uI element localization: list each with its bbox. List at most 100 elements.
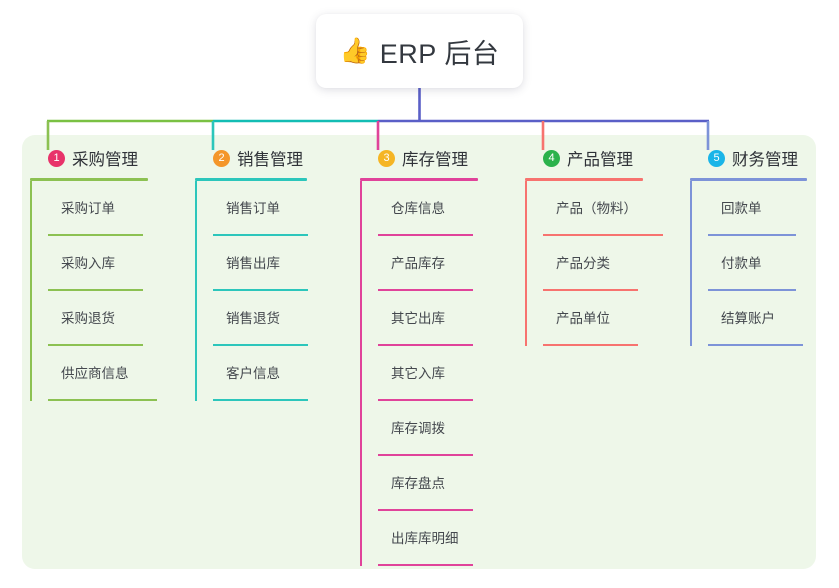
leaf-node[interactable]: 仓库信息 xyxy=(378,181,520,236)
branch-title: 库存管理 xyxy=(402,151,468,169)
leaf-node-underline xyxy=(378,454,473,456)
leaf-node[interactable]: 结算账户 xyxy=(708,291,830,346)
leaf-node[interactable]: 付款单 xyxy=(708,236,830,291)
branch-item-list: 产品（物料） 产品分类产品单位 xyxy=(525,180,685,346)
leaf-node-label: 产品库存 xyxy=(391,255,445,271)
leaf-node[interactable]: 采购入库 xyxy=(48,236,190,291)
branch-number-badge: 3 xyxy=(378,149,395,167)
branch-header-underline xyxy=(195,178,307,181)
branch-number-badge: 1 xyxy=(48,149,65,167)
branch-header-underline xyxy=(525,178,643,181)
leaf-node[interactable]: 产品分类 xyxy=(543,236,685,291)
branch-item-list: 采购订单采购入库采购退货供应商信息 xyxy=(30,180,190,401)
branch-number-badge: 2 xyxy=(213,149,230,167)
leaf-node-label: 销售出库 xyxy=(226,255,280,271)
leaf-node-label: 供应商信息 xyxy=(61,365,129,381)
leaf-node-label: 其它入库 xyxy=(391,365,445,381)
leaf-node-label: 库存调拨 xyxy=(391,420,445,436)
branch-header-5[interactable]: 5 财务管理 xyxy=(690,146,830,170)
branch-trunk-line xyxy=(525,180,527,346)
leaf-node-underline xyxy=(378,289,473,291)
leaf-node[interactable]: 销售订单 xyxy=(213,181,355,236)
branch-title: 采购管理 xyxy=(72,151,138,169)
root-node-content: 👍 ERP 后台 xyxy=(340,32,500,71)
leaf-node-underline xyxy=(213,234,308,236)
branch-column-5: 5 财务管理回款单付款单结算账户 xyxy=(690,146,830,346)
leaf-node[interactable]: 其它入库 xyxy=(378,346,520,401)
leaf-node-underline xyxy=(543,289,638,291)
leaf-node-label: 付款单 xyxy=(721,255,762,271)
leaf-node-label: 出库库明细 xyxy=(391,530,459,546)
leaf-node-underline xyxy=(708,234,796,236)
branch-item-list: 仓库信息产品库存其它出库其它入库库存调拨库存盘点出库库明细 xyxy=(360,180,520,566)
leaf-node-underline xyxy=(213,344,308,346)
branch-header-underline xyxy=(30,178,148,181)
leaf-node-underline xyxy=(48,344,143,346)
branch-column-1: 1 采购管理采购订单采购入库采购退货供应商信息 xyxy=(30,146,190,401)
branch-column-4: 4 产品管理产品（物料） 产品分类产品单位 xyxy=(525,146,685,346)
leaf-node-label: 客户信息 xyxy=(226,365,280,381)
leaf-node-label: 采购入库 xyxy=(61,255,115,271)
leaf-node[interactable]: 客户信息 xyxy=(213,346,355,401)
leaf-node-underline xyxy=(378,344,473,346)
branch-number-badge: 5 xyxy=(708,149,725,167)
leaf-node-label: 产品单位 xyxy=(556,310,610,326)
leaf-node[interactable]: 产品（物料） xyxy=(543,181,685,236)
diagram-panel-background xyxy=(22,135,816,569)
branch-item-list: 销售订单销售出库销售退货客户信息 xyxy=(195,180,355,401)
leaf-node-underline xyxy=(378,564,473,566)
leaf-node-underline xyxy=(543,234,663,236)
leaf-node[interactable]: 回款单 xyxy=(708,181,830,236)
branch-header-4[interactable]: 4 产品管理 xyxy=(525,146,685,170)
branch-title: 销售管理 xyxy=(237,151,303,169)
leaf-node[interactable]: 销售退货 xyxy=(213,291,355,346)
leaf-node[interactable]: 其它出库 xyxy=(378,291,520,346)
leaf-node-underline xyxy=(378,234,473,236)
leaf-node[interactable]: 供应商信息 xyxy=(48,346,190,401)
leaf-node-underline xyxy=(708,289,796,291)
branch-header-2[interactable]: 2 销售管理 xyxy=(195,146,355,170)
branch-header-underline xyxy=(690,178,807,181)
leaf-node-underline xyxy=(378,509,473,511)
leaf-node-label: 回款单 xyxy=(721,200,762,216)
branch-column-2: 2 销售管理销售订单销售出库销售退货客户信息 xyxy=(195,146,355,401)
leaf-node[interactable]: 采购订单 xyxy=(48,181,190,236)
leaf-node[interactable]: 库存调拨 xyxy=(378,401,520,456)
leaf-node[interactable]: 销售出库 xyxy=(213,236,355,291)
leaf-node-label: 采购退货 xyxy=(61,310,115,326)
leaf-node-underline xyxy=(213,289,308,291)
branch-header-3[interactable]: 3 库存管理 xyxy=(360,146,520,170)
branch-title: 产品管理 xyxy=(567,151,633,169)
leaf-node[interactable]: 出库库明细 xyxy=(378,511,520,566)
leaf-node[interactable]: 库存盘点 xyxy=(378,456,520,511)
leaf-node-underline xyxy=(378,399,473,401)
leaf-node-underline xyxy=(48,289,143,291)
leaf-node[interactable]: 产品库存 xyxy=(378,236,520,291)
branch-trunk-line xyxy=(690,180,692,346)
branch-title: 财务管理 xyxy=(732,151,798,169)
leaf-node-label: 采购订单 xyxy=(61,200,115,216)
leaf-node-label: 产品（物料） xyxy=(556,200,637,216)
leaf-node[interactable]: 采购退货 xyxy=(48,291,190,346)
leaf-node-label: 销售退货 xyxy=(226,310,280,326)
leaf-node-label: 仓库信息 xyxy=(391,200,445,216)
root-node-title: ERP 后台 xyxy=(379,38,500,69)
root-node-card[interactable]: 👍 ERP 后台 xyxy=(316,14,523,88)
branch-trunk-line xyxy=(195,180,197,401)
leaf-node-label: 销售订单 xyxy=(226,200,280,216)
leaf-node-label: 其它出库 xyxy=(391,310,445,326)
thumbs-up-icon: 👍 xyxy=(339,36,371,65)
leaf-node-label: 库存盘点 xyxy=(391,475,445,491)
branch-trunk-line xyxy=(30,180,32,401)
leaf-node-underline xyxy=(543,344,638,346)
leaf-node[interactable]: 产品单位 xyxy=(543,291,685,346)
branch-column-3: 3 库存管理仓库信息产品库存其它出库其它入库库存调拨库存盘点出库库明细 xyxy=(360,146,520,566)
branch-number-badge: 4 xyxy=(543,149,560,167)
branch-header-1[interactable]: 1 采购管理 xyxy=(30,146,190,170)
leaf-node-underline xyxy=(708,344,803,346)
branch-header-underline xyxy=(360,178,478,181)
branch-item-list: 回款单付款单结算账户 xyxy=(690,180,830,346)
leaf-node-underline xyxy=(48,234,143,236)
leaf-node-label: 结算账户 xyxy=(721,310,775,326)
branch-trunk-line xyxy=(360,180,362,566)
